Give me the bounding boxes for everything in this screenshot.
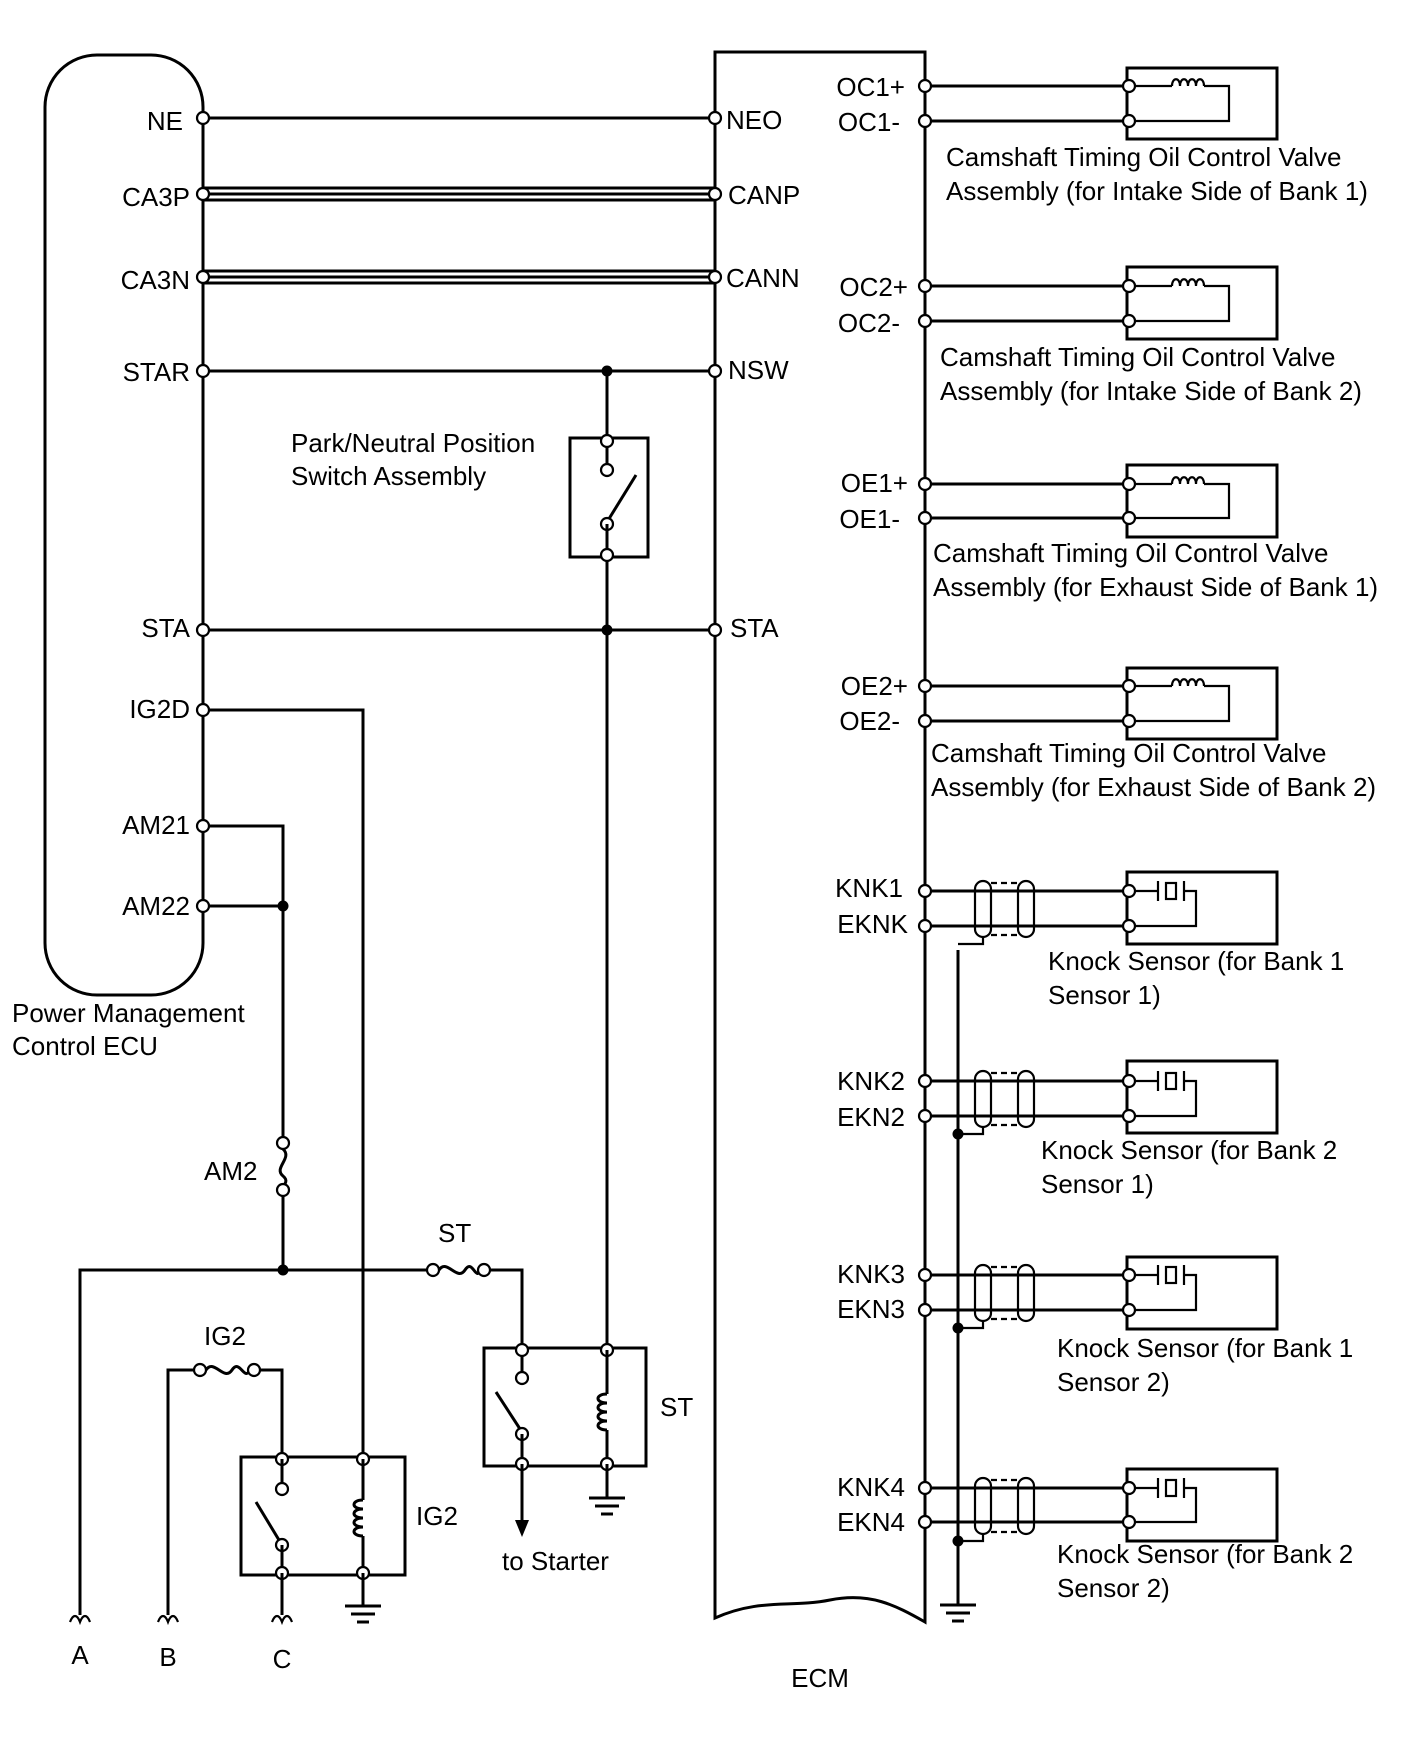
to-starter-arrow xyxy=(515,1520,529,1537)
junction-nsw xyxy=(601,365,613,377)
pnp-switch-label-line2: Switch Assembly xyxy=(291,461,486,491)
pnp-switch-blade xyxy=(605,474,638,523)
ecm-pin-cann: CANN xyxy=(726,263,800,293)
ecm-pin-knk2: KNK2 xyxy=(837,1066,905,1096)
am2-fuse xyxy=(275,1135,291,1198)
ecu-pin-ca3n: CA3N xyxy=(121,265,190,295)
ecu-name-line1: Power Management xyxy=(12,998,245,1028)
st-relay-box xyxy=(482,1346,648,1468)
ecm-pin-oe2m: OE2- xyxy=(839,706,900,736)
ecu-pin-ne: NE xyxy=(147,106,183,136)
st-relay-label: ST xyxy=(660,1392,693,1422)
ocv-intake-bank2 xyxy=(917,265,1279,341)
ecm-pin-knk4: KNK4 xyxy=(837,1472,905,1502)
ocv-intake-bank1 xyxy=(917,66,1279,141)
am2-fuse-label: AM2 xyxy=(204,1156,257,1186)
knock3-label-line2: Sensor 2) xyxy=(1057,1367,1170,1397)
ocv4-label-line1: Camshaft Timing Oil Control Valve xyxy=(931,738,1326,768)
ig2-relay-box xyxy=(239,1455,407,1577)
connector-break-icons xyxy=(68,1614,294,1626)
terminal-a-label: A xyxy=(71,1640,89,1670)
ecm-pin-canp: CANP xyxy=(728,180,800,210)
ecm-pin-oc2m: OC2- xyxy=(838,308,900,338)
knock-sensor-bank1-sensor2 xyxy=(917,1255,1279,1331)
knock2-label-line2: Sensor 1) xyxy=(1041,1169,1154,1199)
st-fuse-label: ST xyxy=(438,1218,471,1248)
park-neutral-switch-box xyxy=(568,436,650,559)
knock4-label-line1: Knock Sensor (for Bank 2 xyxy=(1057,1539,1353,1569)
st-relay-contact xyxy=(494,1391,524,1433)
ig2-relay-contact xyxy=(254,1501,284,1546)
knock-sensor-bank1-sensor1 xyxy=(917,870,1279,946)
ocv2-label-line1: Camshaft Timing Oil Control Valve xyxy=(940,342,1335,372)
ocv3-label-line2: Assembly (for Exhaust Side of Bank 1) xyxy=(933,572,1378,602)
ecm-pin-nsw: NSW xyxy=(728,355,789,385)
ig2-fuse-label: IG2 xyxy=(204,1321,246,1351)
ocv4-label-line2: Assembly (for Exhaust Side of Bank 2) xyxy=(931,772,1376,802)
ecm-pin-knk3: KNK3 xyxy=(837,1259,905,1289)
ground-icon xyxy=(345,1604,381,1624)
ecm-pin-knk1: KNK1 xyxy=(835,873,903,903)
ground-icon xyxy=(589,1496,625,1516)
junction-sta xyxy=(601,624,613,636)
knock1-label-line1: Knock Sensor (for Bank 1 xyxy=(1048,946,1344,976)
ig2-relay-label: IG2 xyxy=(416,1501,458,1531)
terminal-b-label: B xyxy=(159,1642,176,1672)
st-relay-coil xyxy=(596,1392,608,1432)
ecu-ecm-wires xyxy=(203,116,715,1457)
ecm-pin-oe1p: OE1+ xyxy=(841,468,908,498)
knock3-label-line1: Knock Sensor (for Bank 1 xyxy=(1057,1333,1353,1363)
ecm-pin-oc1p: OC1+ xyxy=(836,72,905,102)
ecu-pin-sta: STA xyxy=(141,613,190,643)
ig2-fuse xyxy=(192,1362,262,1378)
ocv-exhaust-bank1 xyxy=(917,463,1279,539)
ecm-pin-sta: STA xyxy=(730,613,779,643)
ecm-name: ECM xyxy=(791,1663,849,1693)
ecu-pin-am22: AM22 xyxy=(122,891,190,921)
ocv3-label-line1: Camshaft Timing Oil Control Valve xyxy=(933,538,1328,568)
ocv1-label-line1: Camshaft Timing Oil Control Valve xyxy=(946,142,1341,172)
ecm-pin-oc1m: OC1- xyxy=(838,107,900,137)
st-fuse xyxy=(425,1262,492,1278)
ecm-left-terminals xyxy=(707,110,723,638)
ig2-relay-coil xyxy=(352,1498,364,1538)
ecm-pin-ekn4: EKN4 xyxy=(837,1507,905,1537)
knock1-label-line2: Sensor 1) xyxy=(1048,980,1161,1010)
ecm-pin-oc2p: OC2+ xyxy=(839,272,908,302)
ecu-name-line2: Control ECU xyxy=(12,1031,158,1061)
ecu-pin-am21: AM21 xyxy=(122,810,190,840)
ecm-pin-oe1m: OE1- xyxy=(839,504,900,534)
ecm-pin-ekn3: EKN3 xyxy=(837,1294,905,1324)
to-starter-label: to Starter xyxy=(502,1546,609,1576)
ground-icon xyxy=(940,1603,976,1623)
battery-bus-wire xyxy=(78,1268,430,1615)
knock-sensor-bank2-sensor2 xyxy=(917,1467,1279,1543)
knock2-label-line1: Knock Sensor (for Bank 2 xyxy=(1041,1135,1337,1165)
terminal-c-label: C xyxy=(273,1644,292,1674)
ecm-pin-ekn2: EKN2 xyxy=(837,1102,905,1132)
ocv-exhaust-bank2 xyxy=(917,666,1279,741)
ecu-pin-ca3p: CA3P xyxy=(122,182,190,212)
pnp-switch-label-line1: Park/Neutral Position xyxy=(291,428,535,458)
ecu-terminals xyxy=(195,110,211,914)
ecm-pin-neo: NEO xyxy=(726,105,782,135)
ocv1-label-line2: Assembly (for Intake Side of Bank 1) xyxy=(946,176,1368,206)
ecm-box xyxy=(713,50,927,1625)
knock4-label-line2: Sensor 2) xyxy=(1057,1573,1170,1603)
ocv2-label-line2: Assembly (for Intake Side of Bank 2) xyxy=(940,376,1362,406)
knock-sensor-bank2-sensor1 xyxy=(917,1059,1279,1136)
junction-am22 xyxy=(277,900,289,912)
junction-bus xyxy=(277,1264,289,1276)
ecm-pin-eknk: EKNK xyxy=(837,909,908,939)
ecu-pin-star: STAR xyxy=(123,357,190,387)
ecm-pin-oe2p: OE2+ xyxy=(841,671,908,701)
power-management-ecu-box xyxy=(43,53,205,997)
ecu-pin-ig2d: IG2D xyxy=(129,694,190,724)
